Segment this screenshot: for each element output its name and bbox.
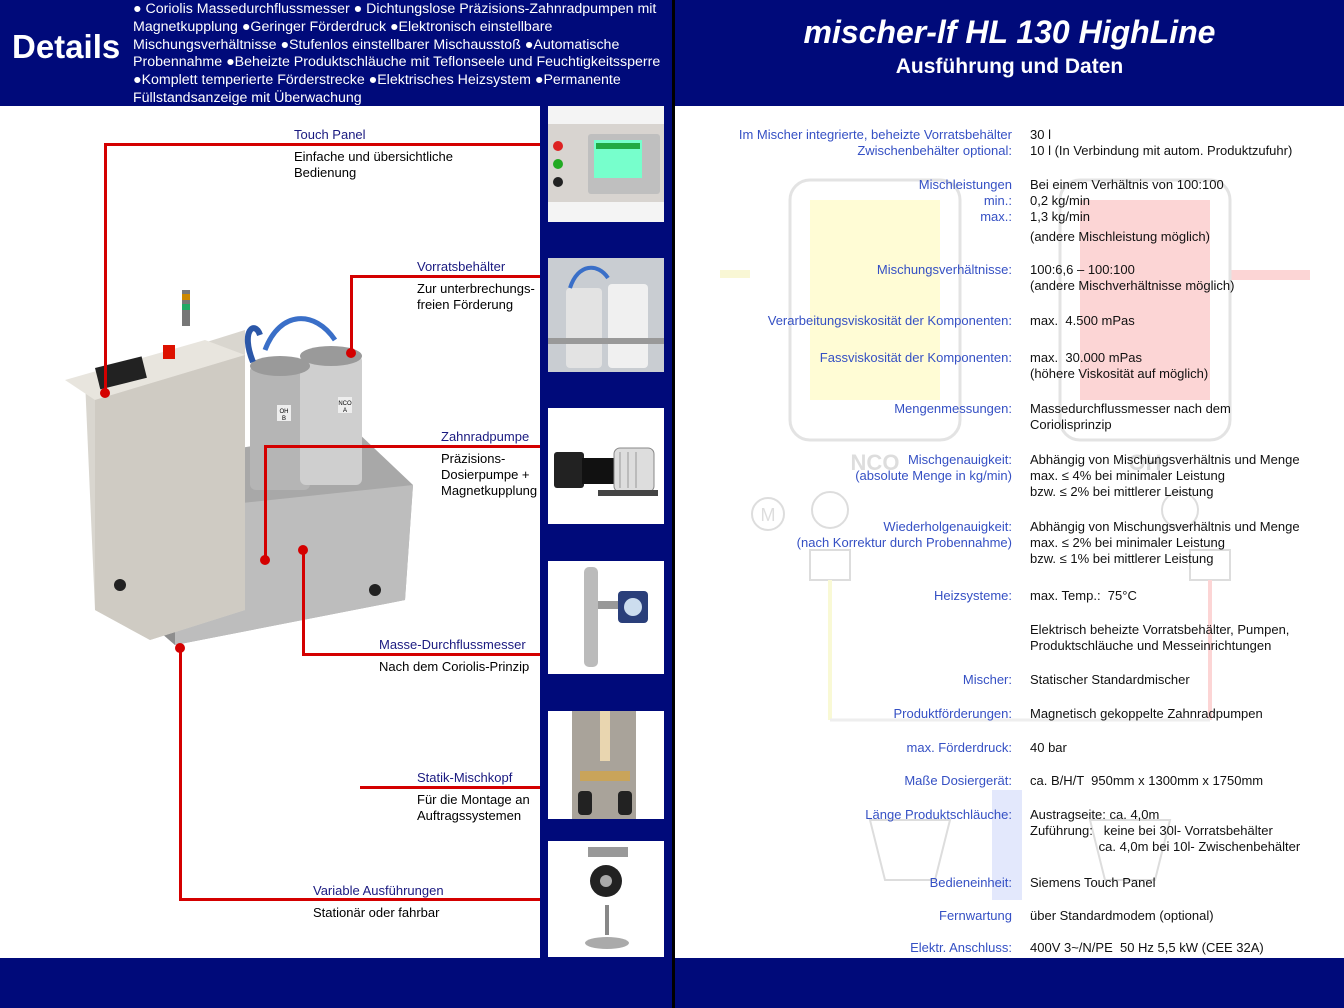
spec-value: Massedurchflussmesser nach dem Coriolisp… [1030, 401, 1231, 432]
callout-line-pump-v [264, 445, 267, 560]
main-title: mischer-lf HL 130 HighLine [803, 14, 1216, 50]
spec-value: über Standardmodem (optional) [1030, 908, 1214, 923]
thumb-touch-panel [548, 106, 664, 222]
tank-right-label: NCO [338, 401, 352, 407]
spec-label: Produktförderungen: [893, 706, 1012, 721]
spec-value: max. Temp.: 75°C [1030, 588, 1137, 603]
thumb-tanks [548, 258, 664, 372]
callout-line-tank-v [350, 275, 353, 353]
callout-line-flow-v [302, 550, 305, 656]
thumb-gear-pump [548, 408, 664, 524]
details-title: Details [12, 28, 121, 65]
callout-dot-tank [346, 348, 356, 358]
spec-value: Abhängig von Mischungsverhältnis und Men… [1030, 519, 1300, 566]
spec-label: Maße Dosiergerät: [904, 773, 1012, 788]
sub-title: Ausführung und Daten [895, 55, 1124, 78]
callout-title-flow: Masse-Durchflussmesser [379, 637, 526, 652]
callout-title-tank: Vorratsbehälter [417, 259, 506, 274]
callout-dot-variants [175, 643, 185, 653]
callout-desc-variants: Stationär oder fahrbar [313, 905, 440, 920]
thumb-flow-meter [548, 561, 664, 674]
spec-label: Mischungsverhältnisse: [876, 262, 1012, 277]
callout-desc-tank: Zur unterbrechungs-freien Förderung [417, 281, 535, 312]
spec-value: 100:6,6 – 100:100 (andere Mischverhältni… [1030, 262, 1235, 293]
svg-text:B: B [282, 416, 286, 422]
thumb-castors-feet [548, 841, 664, 957]
spec-label: Mischgenauigkeit: (absolute Menge in kg/… [855, 452, 1012, 483]
svg-text:A: A [343, 408, 347, 414]
spec-label: Wiederholgenauigkeit: (nach Korrektur du… [796, 519, 1012, 550]
process-diagram-watermark: NCO OH M [720, 178, 1310, 900]
header-left-band [0, 0, 672, 106]
spec-label: max. Förderdruck: [906, 740, 1012, 755]
callout-title-variants: Variable Ausführungen [313, 883, 444, 898]
spec-value: 30 l 10 l (In Verbindung mit autom. Prod… [1030, 127, 1293, 158]
header-right-band [675, 0, 1344, 106]
thumbnail-strip [540, 106, 672, 958]
thumb-static-mixer [548, 711, 664, 819]
footer-right-band [675, 958, 1344, 1008]
spec-value: max. 30.000 mPas (höhere Viskosität auf … [1030, 350, 1209, 381]
spec-label: Elektr. Anschluss: [910, 940, 1012, 955]
callout-line-pump-h [264, 445, 540, 448]
callout-line-touch-h [104, 143, 540, 146]
spec-label: Fassviskosität der Komponenten: [819, 350, 1012, 365]
spec-value: Statischer Standardmischer [1030, 672, 1190, 687]
callout-line-flow-h [302, 653, 540, 656]
spec-label: Verarbeitungsviskosität der Komponenten: [767, 313, 1012, 328]
callout-title-pump: Zahnradpumpe [441, 429, 530, 444]
spec-value: (andere Mischleistung möglich) [1030, 229, 1210, 244]
spec-value: Elektrisch beheizte Vorratsbehälter, Pum… [1030, 622, 1290, 653]
tank-left-label: OH [280, 409, 289, 415]
callout-dot-pump [260, 555, 270, 565]
footer-left-band [0, 958, 672, 1008]
spec-label: Bedieneinheit: [929, 875, 1012, 890]
callout-line-tank-h [350, 275, 540, 278]
features-text: ● Coriolis Massedurchflussmesser ● Dicht… [133, 1, 661, 106]
spec-value: max. 4.500 mPas [1030, 313, 1135, 328]
spec-label: Mischleistungen min.: max.: [918, 177, 1012, 224]
callout-desc-pump: Präzisions-Dosierpumpe + Magnetkupplung [441, 451, 538, 498]
spec-value: ca. B/H/T 950mm x 1300mm x 1750mm [1030, 773, 1264, 788]
callout-desc-touch: Einfache und übersichtliche Bedienung [294, 149, 453, 180]
callout-line-variants-v [179, 648, 182, 901]
spec-value: 40 bar [1030, 740, 1067, 755]
spec-value: Bei einem Verhältnis von 100:100 0,2 kg/… [1030, 177, 1224, 224]
callout-line-mixer-h [360, 786, 540, 789]
spec-label: Fernwartung [939, 908, 1012, 923]
spec-value: Siemens Touch Panel [1030, 875, 1156, 890]
spec-label: Mengenmessungen: [894, 401, 1012, 416]
spec-label: Länge Produktschläuche: [865, 807, 1012, 822]
spec-label: Mischer: [962, 672, 1012, 687]
callout-line-touch-v [104, 143, 107, 393]
spec-value: Magnetisch gekoppelte Zahnradpumpen [1030, 706, 1263, 721]
callout-line-variants-h [179, 898, 540, 901]
spec-value: Abhängig von Mischungsverhältnis und Men… [1030, 452, 1300, 499]
spec-value: 400V 3~/N/PE 50 Hz 5,5 kW (CEE 32A) [1030, 940, 1264, 955]
callout-dot-flow [298, 545, 308, 555]
watermark-label-nco: NCO [851, 450, 900, 475]
watermark-label-oh: OH [1129, 450, 1162, 475]
callout-title-touch: Touch Panel [294, 127, 366, 142]
watermark-motor-left: M [761, 505, 776, 525]
machine-illustration: OH B NCO A [65, 290, 413, 645]
spec-label: Im Mischer integrierte, beheizte Vorrats… [738, 127, 1012, 158]
spec-label: Heizsysteme: [933, 588, 1012, 603]
callout-desc-mixer: Für die Montage an Auftragssystemen [417, 792, 530, 823]
callout-title-mixer: Statik-Mischkopf [417, 770, 513, 785]
spec-value: Austragseite: ca. 4,0m Zuführung: keine … [1030, 807, 1301, 854]
page-divider [672, 0, 675, 1008]
callout-dot-touch [100, 388, 110, 398]
callout-desc-flow: Nach dem Coriolis-Prinzip [379, 659, 530, 674]
